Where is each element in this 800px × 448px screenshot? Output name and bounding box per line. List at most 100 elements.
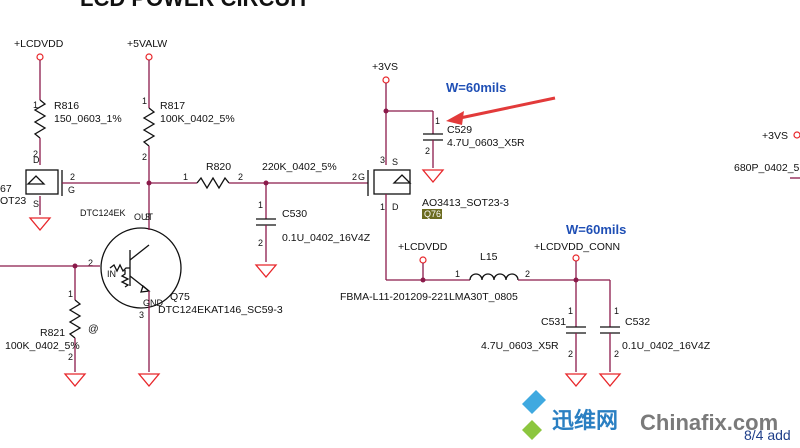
svg-text:100K_0402_5%: 100K_0402_5%: [160, 113, 235, 125]
svg-text:100K_0402_5%: 100K_0402_5%: [5, 340, 80, 352]
svg-text:+3VS: +3VS: [372, 61, 398, 73]
svg-text:1: 1: [568, 306, 573, 316]
highlight-box: [422, 209, 442, 219]
svg-text:C532: C532: [625, 316, 650, 328]
ground-symbol-c530: [254, 264, 278, 279]
svg-text:1: 1: [380, 202, 385, 212]
svg-text:1: 1: [435, 116, 440, 126]
svg-text:DTC124EKAT146_SC59-3: DTC124EKAT146_SC59-3: [158, 304, 283, 316]
capacitor-c530: 1 2 C530 0.1U_0402_16V4Z: [256, 183, 371, 262]
resistor-r820: 1 2 R820 220K_0402_5%: [183, 161, 368, 190]
svg-text:L15: L15: [480, 251, 498, 263]
svg-text:R816: R816: [54, 100, 79, 112]
svg-text:+LCDVDD_CONN: +LCDVDD_CONN: [534, 241, 620, 253]
svg-text:2: 2: [425, 146, 430, 156]
ground-symbol-r821: [63, 373, 87, 388]
svg-text:Q76: Q76: [424, 209, 441, 219]
svg-text:Chinafix.com: Chinafix.com: [640, 410, 778, 435]
part-right-partial: 680P_0402_5: [734, 162, 800, 174]
svg-text:1: 1: [183, 172, 188, 182]
svg-text:2: 2: [352, 172, 357, 182]
mosfet-q76: 3 S 2 G 1 D AO3413_SOT23-3 Q76: [352, 155, 509, 280]
svg-text:2: 2: [568, 349, 573, 359]
svg-text:AO3413_SOT23-3: AO3413_SOT23-3: [422, 197, 509, 209]
ground-symbol-q75: [137, 373, 161, 388]
svg-text:4.7U_0603_X5R: 4.7U_0603_X5R: [481, 340, 559, 352]
capacitor-c529: 1 2 C529 4.7U_0603_X5R: [423, 111, 525, 168]
ground-symbol-c532: [598, 373, 622, 388]
svg-text:R817: R817: [160, 100, 185, 112]
width-note-bottom: W=60mils: [566, 222, 626, 237]
svg-text:IN: IN: [107, 269, 116, 279]
svg-text:OT23: OT23: [0, 195, 26, 207]
svg-text:8/4 add: 8/4 add: [744, 427, 791, 443]
svg-text:220K_0402_5%: 220K_0402_5%: [262, 161, 337, 173]
svg-text:1: 1: [33, 100, 38, 110]
svg-text:C529: C529: [447, 124, 472, 136]
net-3vs-right-partial: +3VS: [762, 130, 788, 142]
svg-text:OUT: OUT: [134, 212, 154, 222]
svg-text:FBMA-L11-201209-221LMA30T_0805: FBMA-L11-201209-221LMA30T_0805: [340, 291, 518, 303]
svg-text:1: 1: [142, 96, 147, 106]
svg-text:D: D: [392, 202, 399, 212]
svg-text:S: S: [392, 157, 398, 167]
svg-text:2: 2: [142, 152, 147, 162]
ground-symbol-left: [28, 217, 52, 232]
svg-text:Q75: Q75: [170, 291, 190, 303]
capacitor-c531: 1 2 C531 4.7U_0603_X5R: [481, 280, 586, 372]
svg-text:0.1U_0402_16V4Z: 0.1U_0402_16V4Z: [282, 232, 371, 244]
width-note-top: W=60mils: [446, 80, 506, 95]
svg-text:3: 3: [145, 212, 150, 222]
svg-text:1: 1: [258, 200, 263, 210]
inductor-l15: 1 2 L15 FBMA-L11-201209-221LMA30T_0805: [340, 251, 610, 303]
svg-text:C530: C530: [282, 208, 307, 220]
red-arrow: [446, 96, 556, 125]
svg-text:@: @: [88, 323, 99, 335]
svg-text:67: 67: [0, 183, 12, 195]
svg-text:150_0603_1%: 150_0603_1%: [54, 113, 122, 125]
ground-symbol-c531: [564, 373, 588, 388]
svg-text:1: 1: [68, 289, 73, 299]
watermark: 迅维网 Chinafix.com 8/4 add: [522, 390, 791, 443]
svg-text:GND: GND: [143, 298, 164, 308]
svg-text:2: 2: [238, 172, 243, 182]
page-title: LCD POWER CIRCUIT: [80, 0, 310, 11]
power-port-lcdvdd-top: +LCDVDD: [14, 38, 64, 61]
svg-text:4.7U_0603_X5R: 4.7U_0603_X5R: [447, 137, 525, 149]
transistor-q75: 3 OUT 2 IN 3 GND DTC124EK Q75 DTC124EKAT…: [80, 183, 283, 372]
resistor-r821: 1 2 R821 100K_0402_5% @: [5, 266, 99, 372]
mosfet-left-partial: D 2 G S 67 OT23: [0, 155, 140, 215]
svg-text:G: G: [358, 172, 365, 182]
resistor-r816: 1 2 R816 150_0603_1%: [33, 60, 122, 165]
svg-text:3: 3: [139, 310, 144, 320]
svg-text:1: 1: [614, 306, 619, 316]
svg-text:2: 2: [88, 258, 93, 268]
svg-text:+5VALW: +5VALW: [127, 38, 167, 50]
svg-text:2: 2: [68, 352, 73, 362]
svg-text:2: 2: [258, 238, 263, 248]
svg-text:0.1U_0402_16V4Z: 0.1U_0402_16V4Z: [622, 340, 711, 352]
power-port-3vs-right: [793, 131, 800, 139]
svg-text:S: S: [33, 199, 39, 209]
power-port-lcdvdd-conn: +LCDVDD_CONN: [534, 241, 620, 280]
power-port-5valw: +5VALW: [127, 38, 167, 61]
power-port-lcdvdd-mid: +LCDVDD: [398, 241, 448, 280]
svg-text:G: G: [68, 185, 75, 195]
resistor-r817: 1 2 R817 100K_0402_5%: [142, 60, 235, 183]
power-port-3vs: +3VS: [372, 61, 398, 84]
svg-text:迅维网: 迅维网: [552, 408, 618, 433]
svg-text:2: 2: [614, 349, 619, 359]
svg-text:2: 2: [33, 149, 38, 159]
svg-text:C531: C531: [541, 316, 566, 328]
svg-text:+LCDVDD: +LCDVDD: [398, 241, 448, 253]
svg-text:2: 2: [525, 269, 530, 279]
svg-text:+LCDVDD: +LCDVDD: [14, 38, 64, 50]
svg-text:2: 2: [70, 172, 75, 182]
svg-text:R820: R820: [206, 161, 231, 173]
svg-text:DTC124EK: DTC124EK: [80, 208, 126, 218]
ground-symbol-c529: [421, 169, 445, 184]
junction-dot: [383, 108, 389, 114]
svg-text:R821: R821: [40, 327, 65, 339]
svg-text:3: 3: [380, 155, 385, 165]
